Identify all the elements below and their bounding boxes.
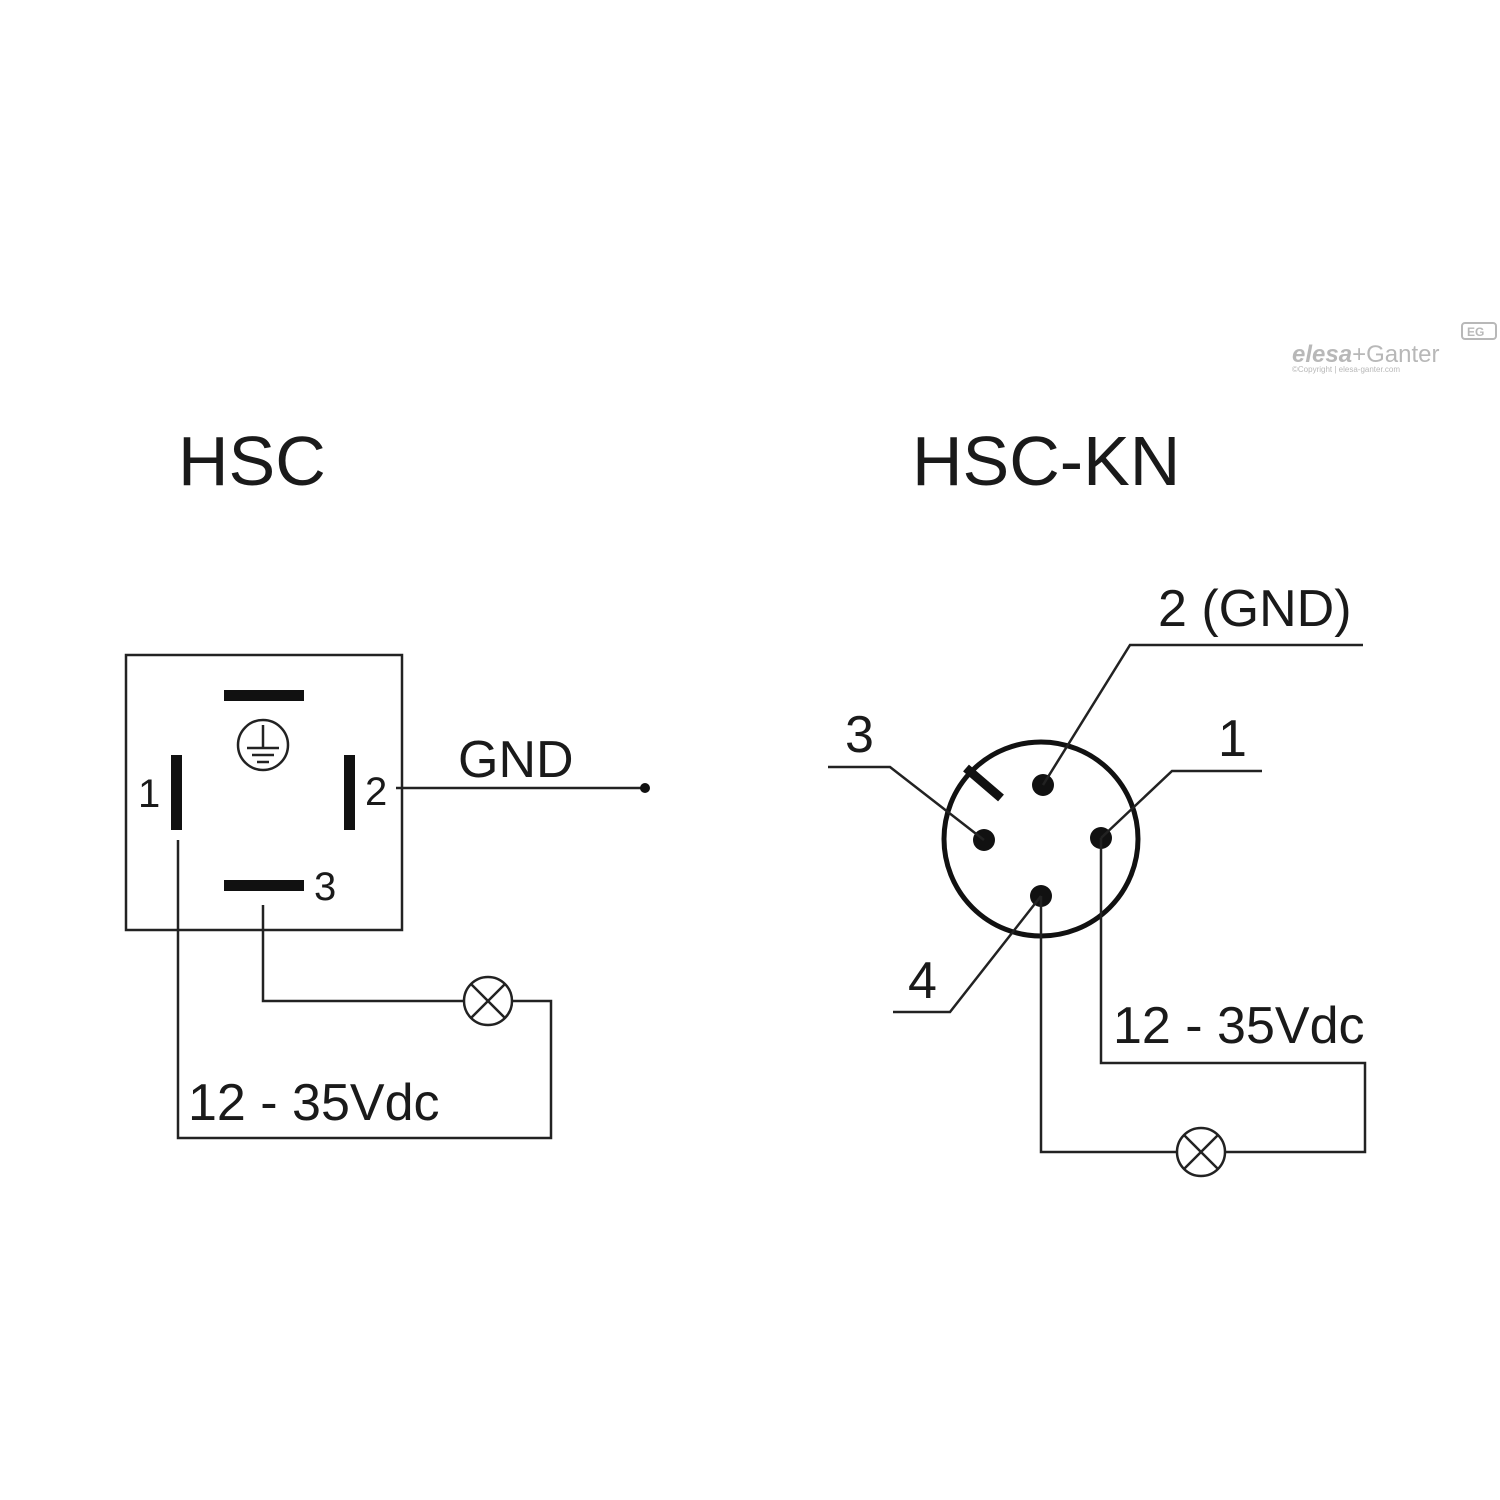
hsc-kn-pin3-label: 3 [845,706,874,764]
hsc-kn-pin4-wire [1039,896,1177,1154]
hsc-pin3-bar [224,880,304,891]
earth-ground-icon [236,718,290,772]
logo-badge-frame [1461,322,1497,340]
hsc-title: HSC [178,422,326,500]
hsc-pin3-wire [261,905,463,1003]
svg-text:elesa+Ganter: elesa+Ganter [1292,341,1439,368]
hsc-gnd-terminal [640,783,650,793]
hsc-kn-supply-wire [1099,838,1367,1154]
hsc-kn-pin4-label: 4 [908,952,937,1010]
hsc-pin1-bar [171,755,182,830]
hsc-kn-lamp-icon [1175,1126,1227,1178]
logo-brand-ganter: +Ganter [1352,341,1439,368]
logo-badge: EG [1467,325,1484,339]
hsc-kn-pin2-leader [1041,643,1363,786]
hsc-kn-pin4-leader [893,895,1042,1014]
logo-copyright: ©Copyright | elesa-ganter.com [1292,365,1400,374]
hsc-pin-ground-bar [224,690,304,701]
logo-brand-elesa: elesa [1292,341,1352,368]
hsc-kn-diagram: HSC-KN 2 (GND) 3 1 4 12 - 35Vdc [828,422,1367,1178]
hsc-kn-pin3-leader [828,765,985,841]
hsc-pin2-label: 2 [365,770,387,814]
hsc-supply-wire [176,840,553,1140]
hsc-pin2-bar [344,755,355,830]
hsc-kn-voltage-label: 12 - 35Vdc [1113,997,1365,1055]
hsc-kn-pin1-leader [1100,769,1262,839]
hsc-pin3-label: 3 [314,865,336,909]
hsc-kn-pin2-label: 2 (GND) [1158,580,1352,638]
hsc-lamp-icon [462,975,514,1027]
hsc-pin1-label: 1 [138,772,160,816]
hsc-gnd-label: GND [458,731,574,789]
hsc-kn-pin1-label: 1 [1218,710,1247,768]
hsc-voltage-label: 12 - 35Vdc [188,1074,440,1132]
hsc-kn-key-notch [963,764,1004,802]
hsc-kn-title: HSC-KN [912,422,1180,500]
brand-logo: elesa+Ganter EG ©Copyright | elesa-gante… [1292,322,1497,374]
hsc-diagram: HSC 1 2 3 GND [124,422,650,1140]
